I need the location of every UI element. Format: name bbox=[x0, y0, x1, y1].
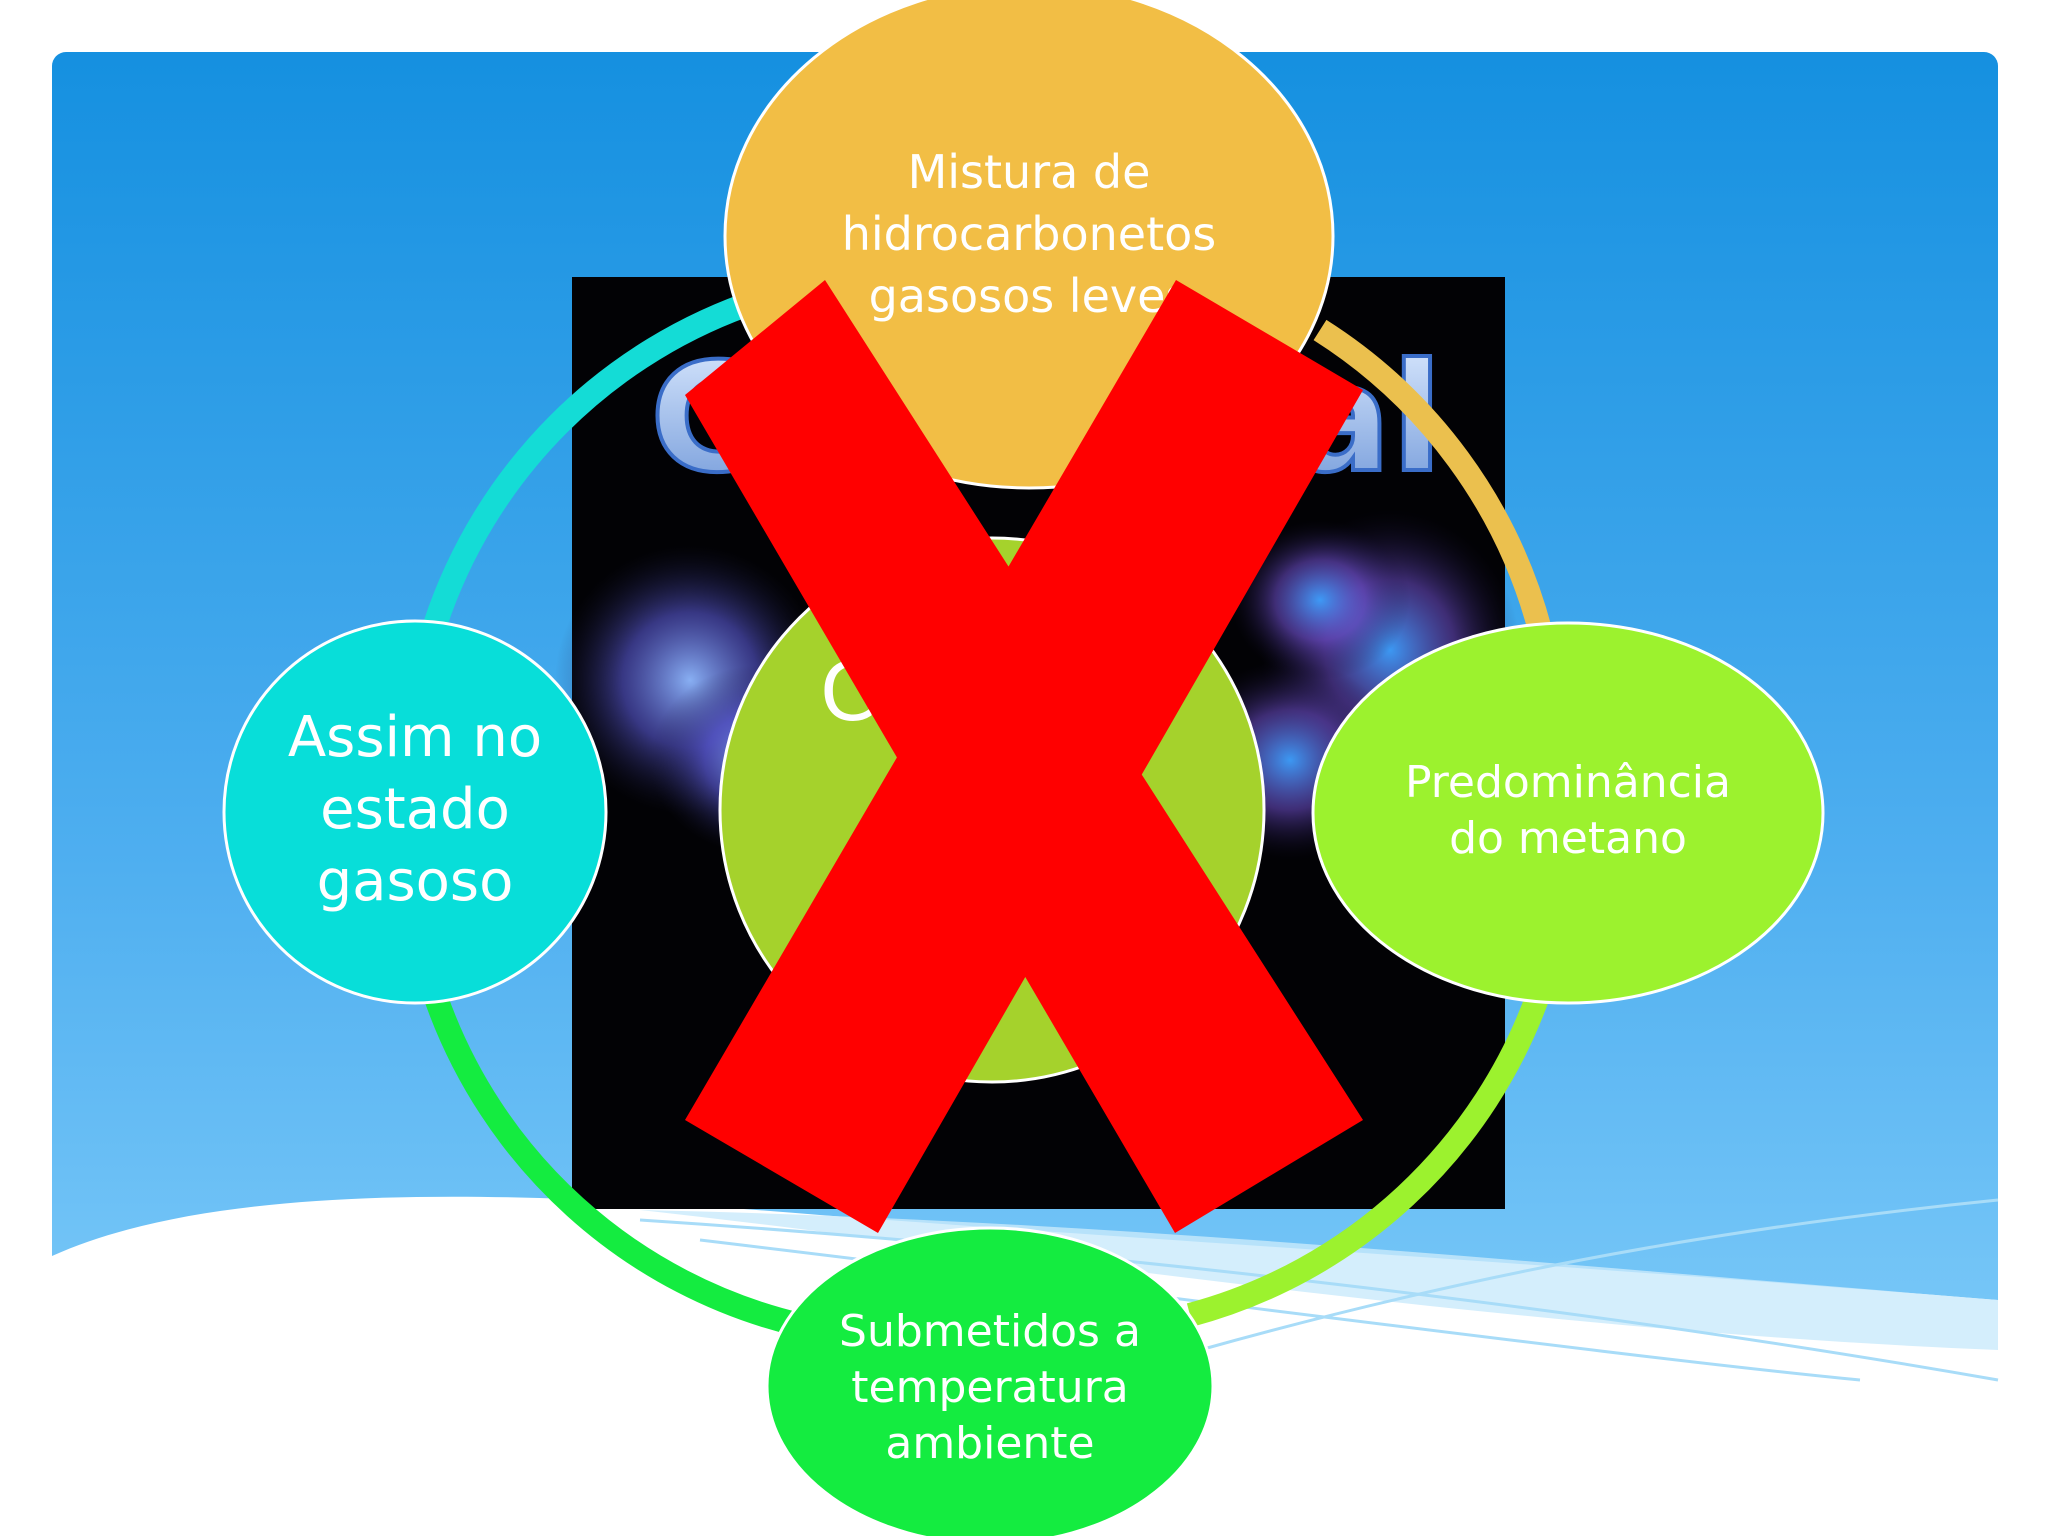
node-right-line-2: do metano bbox=[1449, 813, 1687, 864]
ring-segment-top-right bbox=[1313, 319, 1552, 634]
ring-segment-right-bottom bbox=[1186, 986, 1552, 1327]
node-left: Assim no estado gasoso bbox=[222, 619, 608, 1005]
red-x-cross-icon bbox=[685, 280, 1363, 1233]
node-bottom-line-3: ambiente bbox=[885, 1418, 1094, 1469]
node-top-line-3: gasosos leves bbox=[869, 269, 1190, 323]
wave-line-1 bbox=[639, 1218, 1999, 1382]
wave-line-3 bbox=[1199, 1198, 1999, 1352]
node-right: Predominância do metano bbox=[1311, 621, 1825, 1005]
ring-segment-left-top bbox=[423, 288, 764, 629]
node-left-line-3: gasoso bbox=[317, 849, 514, 914]
node-right-line-1: Predominância bbox=[1405, 757, 1731, 808]
node-left-line-1: Assim no bbox=[288, 705, 542, 770]
node-top-line-1: Mistura de bbox=[908, 145, 1151, 199]
red-x-bar-2 bbox=[685, 280, 1363, 1233]
cycle-ring bbox=[423, 288, 1552, 1337]
node-left-line-2: estado bbox=[320, 777, 510, 842]
ring-segment-bottom-left bbox=[423, 991, 803, 1337]
node-bottom: Submetidos a temperatura ambiente bbox=[765, 1226, 1215, 1536]
node-top-line-2: hidrocarbonetos bbox=[842, 207, 1217, 261]
node-bottom-line-2: temperatura bbox=[851, 1362, 1128, 1413]
node-bottom-line-1: Submetidos a bbox=[839, 1306, 1141, 1357]
